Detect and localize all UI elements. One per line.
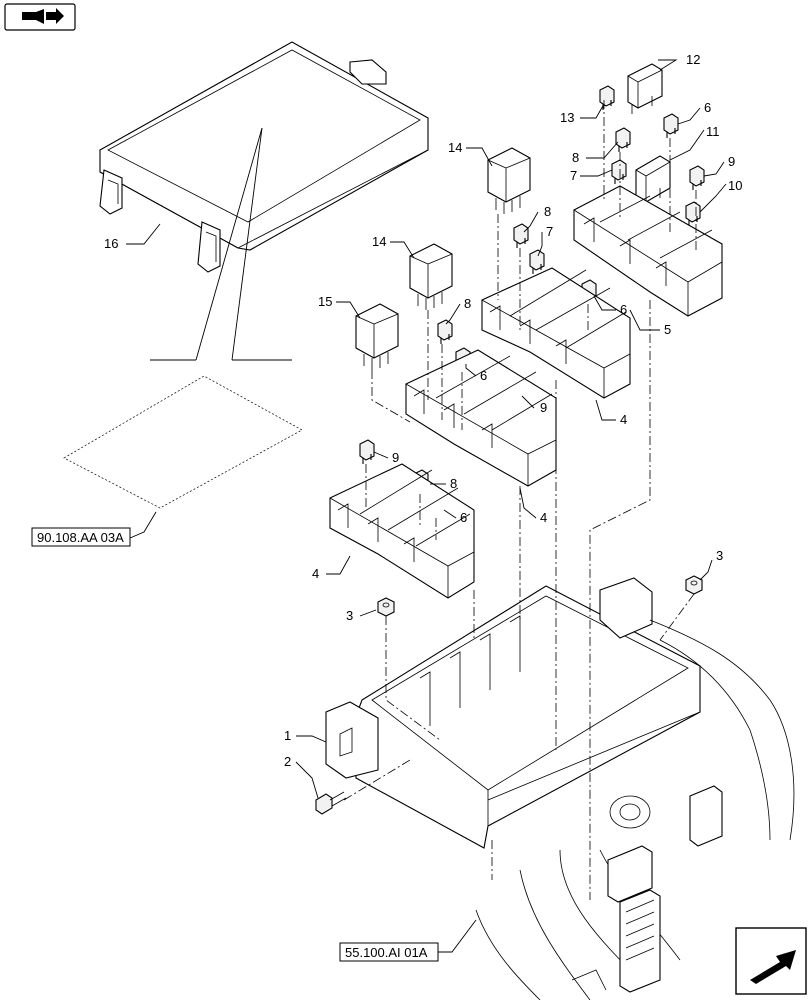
callout-8-lower: 8 (450, 476, 457, 491)
callout-leaders (126, 59, 727, 953)
callout-13: 13 (560, 110, 574, 125)
reference-box-55-100[interactable]: 55.100.AI 01A (339, 942, 439, 962)
relay-14-lower (409, 243, 453, 310)
callout-8-upper: 8 (544, 204, 551, 219)
callout-6-lower: 6 (460, 510, 467, 525)
callout-7-upper: 7 (546, 224, 553, 239)
callout-9-lower: 9 (392, 450, 399, 465)
callout-4-middle: 4 (540, 510, 547, 525)
fuse-holder-lower (329, 463, 475, 599)
callout-6-right: 6 (704, 100, 711, 115)
nut-right (685, 575, 703, 595)
callout-14-upper: 14 (448, 140, 462, 155)
callout-12: 12 (686, 52, 700, 67)
callout-1: 1 (284, 728, 291, 743)
fuse-box-base (325, 577, 701, 849)
callout-3-left: 3 (346, 608, 353, 623)
relay-14-upper (487, 147, 531, 214)
callout-16: 16 (104, 236, 118, 251)
callout-6-middle: 6 (480, 368, 487, 383)
reference-90-108-text: 90.108.AA 03A (37, 530, 124, 545)
next-page-arrow-icon[interactable] (735, 927, 807, 995)
callout-14-lower: 14 (372, 234, 386, 249)
fuse-holder-upper (481, 267, 631, 399)
callout-2: 2 (284, 754, 291, 769)
callout-6-upper: 6 (620, 302, 627, 317)
reference-55-100-text: 55.100.AI 01A (345, 945, 428, 960)
callout-9-right: 9 (728, 154, 735, 169)
callout-5: 5 (664, 322, 671, 337)
bolt (315, 791, 347, 815)
callout-labels: 16 14 14 15 13 12 11 10 9 9 9 8 8 8 8 7 … (104, 52, 742, 769)
callout-4-lower: 4 (312, 566, 319, 581)
book-arrow-icon[interactable] (4, 3, 76, 31)
fuse-box-cover (99, 41, 429, 361)
fuse-holder-right-5 (573, 185, 723, 317)
fuse-holder-middle (405, 349, 557, 487)
nut-left (377, 597, 395, 617)
callout-4-upper: 4 (620, 412, 627, 427)
callout-15: 15 (318, 294, 332, 309)
callout-7-right: 7 (570, 168, 577, 183)
maxi-fuse-12 (627, 63, 663, 114)
wiring-harness (475, 619, 795, 1000)
callout-10: 10 (728, 178, 742, 193)
alignment-lines (343, 100, 697, 900)
callout-8-right: 8 (572, 150, 579, 165)
callout-9-middle: 9 (540, 400, 547, 415)
maxi-fuse-11 (635, 155, 671, 208)
callout-11: 11 (706, 124, 720, 139)
label-plate (63, 375, 303, 509)
callout-3-right: 3 (716, 548, 723, 563)
relay-15 (355, 303, 399, 370)
callout-8-middle: 8 (464, 296, 471, 311)
reference-box-90-108[interactable]: 90.108.AA 03A (31, 527, 131, 547)
